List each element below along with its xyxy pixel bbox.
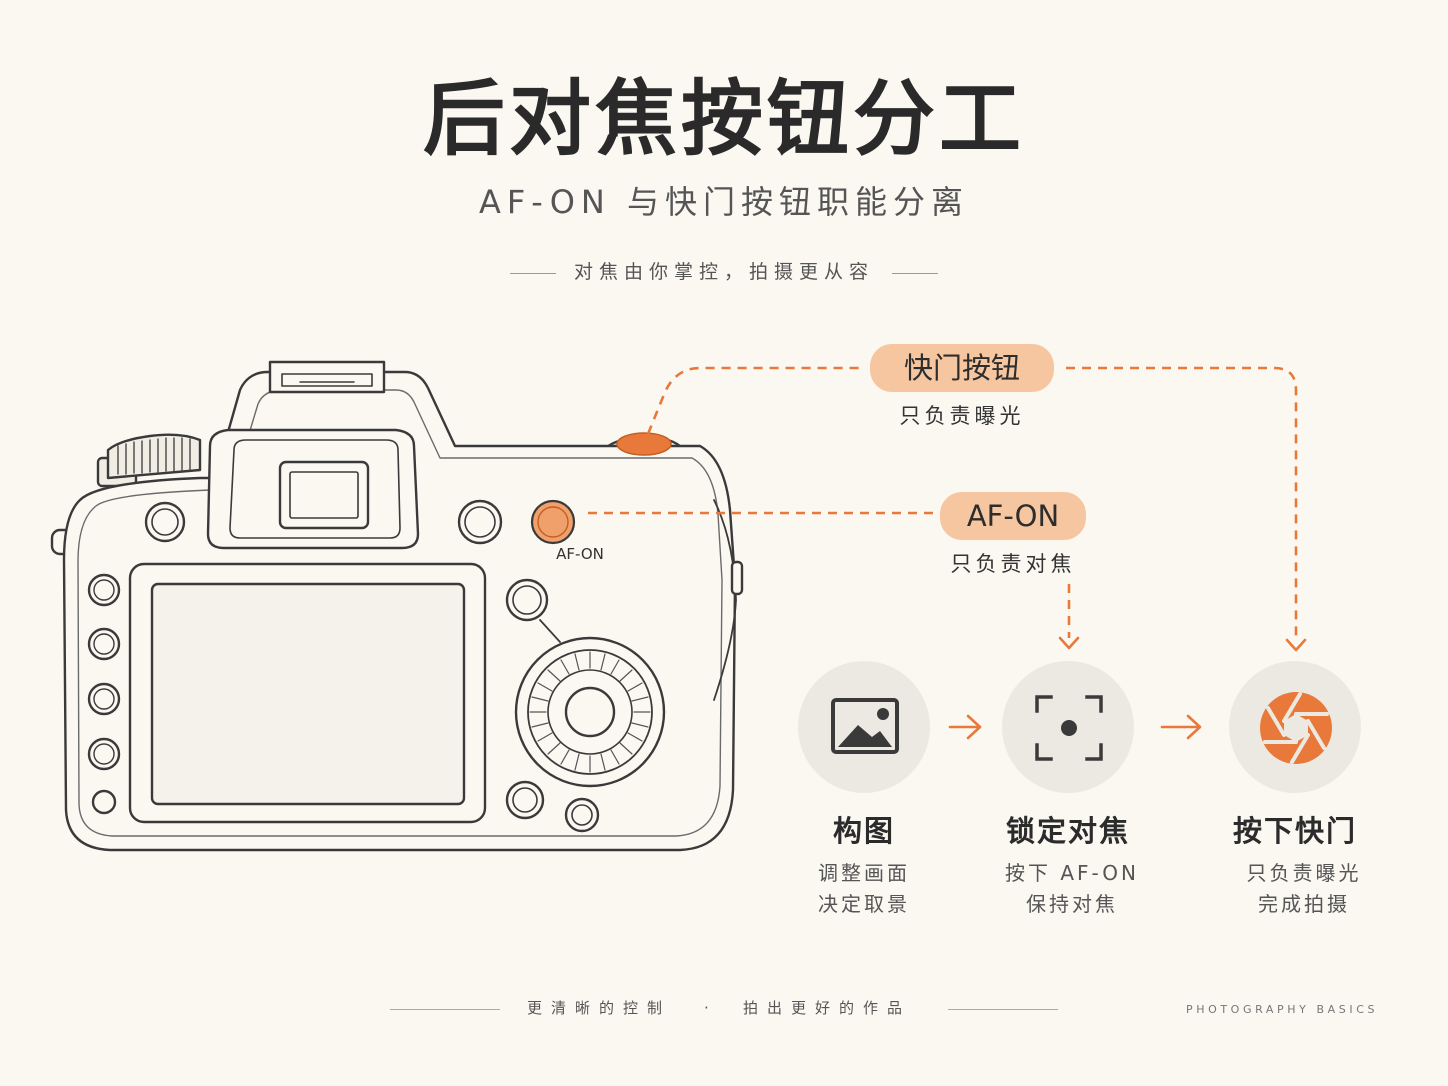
hot-shoe	[268, 360, 386, 394]
arrowhead-icon	[1285, 638, 1307, 652]
step-title-focus: 锁定对焦	[1005, 814, 1130, 848]
footer-line-right	[948, 1009, 1058, 1010]
afon-callout-desc: 只负责对焦	[950, 552, 1076, 576]
step-desc-compose-1: 调整画面	[818, 861, 910, 885]
footer-left-text: 更清晰的控制	[527, 999, 672, 1017]
aperture-icon	[1260, 692, 1332, 764]
shutter-button	[616, 432, 672, 456]
side-button-5	[91, 789, 117, 815]
footer-brand: PHOTOGRAPHY BASICS	[1186, 1003, 1379, 1016]
image-icon	[831, 698, 899, 754]
step-arrow-2-icon	[1160, 714, 1202, 740]
focus-icon	[1035, 695, 1103, 761]
command-dial	[106, 433, 202, 480]
button-rear-3	[564, 797, 600, 833]
tagline-line-right	[892, 273, 938, 274]
step-title-compose: 构图	[832, 814, 895, 848]
viewfinder-window	[278, 460, 370, 530]
af-on-camera-label: AF-ON	[556, 545, 604, 563]
step-desc-compose-2: 决定取景	[818, 892, 910, 916]
step-circle-compose	[798, 661, 930, 793]
footer-right-text: 拍出更好的作品	[743, 999, 912, 1017]
step-desc-shutter-2: 完成拍摄	[1258, 892, 1350, 916]
shutter-connector-right	[1066, 366, 1298, 640]
step-desc-focus-2: 保持对焦	[1026, 892, 1118, 916]
step-desc-shutter-1: 只负责曝光	[1246, 861, 1362, 885]
tagline: 对焦由你掌控，拍摄更从容	[573, 261, 874, 283]
shutter-callout-pill: 快门按钮	[870, 344, 1054, 392]
shutter-connector-left	[646, 366, 862, 435]
arrowhead-icon	[1058, 636, 1080, 650]
footer-line-left	[390, 1009, 500, 1010]
step-arrow-1-icon	[948, 714, 982, 740]
step-desc-focus-1: 按下 AF-ON	[1004, 861, 1140, 885]
page-subtitle: AF-ON 与快门按钮职能分离	[478, 183, 970, 221]
afon-callout-pill: AF-ON	[940, 492, 1086, 540]
page-title: 后对焦按钮分工	[422, 71, 1025, 167]
step-title-shutter: 按下快门	[1232, 814, 1357, 848]
shutter-callout-desc: 只负责曝光	[899, 404, 1025, 428]
footer-dot: ·	[704, 999, 718, 1017]
tagline-line-left	[510, 273, 556, 274]
dial-center-button	[564, 686, 616, 738]
